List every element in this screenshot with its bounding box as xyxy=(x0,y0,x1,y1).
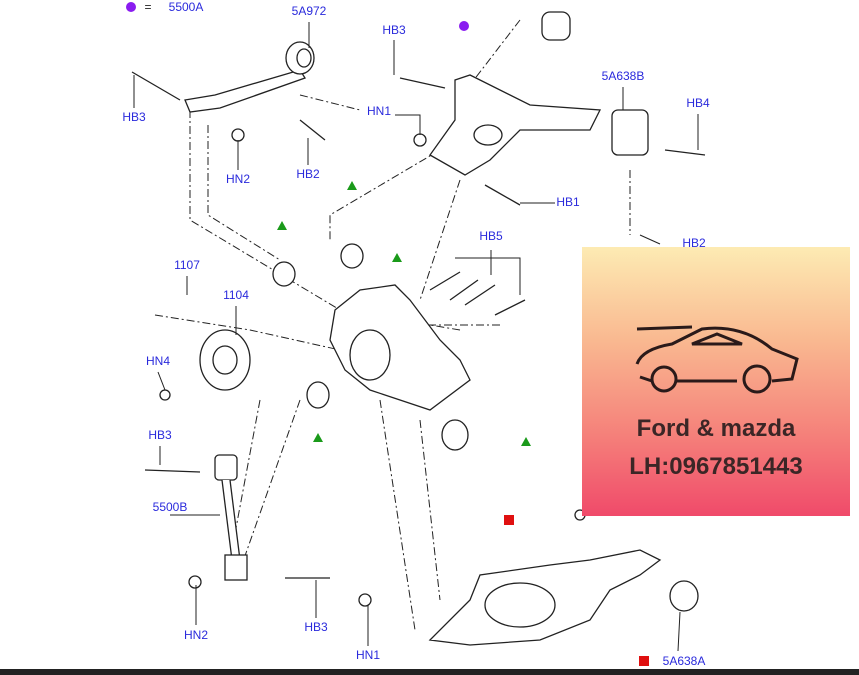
part-label: 5500B xyxy=(152,500,188,514)
part-label: HN2 xyxy=(225,172,251,186)
green-triangle-marker xyxy=(392,253,402,262)
legend-equals: = xyxy=(144,0,152,14)
part-label: 1107 xyxy=(174,258,200,272)
ad-title: Ford & mazda xyxy=(636,415,796,442)
part-label: HN1 xyxy=(366,104,392,118)
legend-part-label: 5500A xyxy=(168,0,204,14)
part-label: HB2 xyxy=(296,167,320,181)
part-label: HB3 xyxy=(148,428,172,442)
part-label: 1104 xyxy=(223,288,249,302)
ad-phone: LH:0967851443 xyxy=(629,453,803,480)
part-label: HB1 xyxy=(556,195,580,209)
part-label: HN2 xyxy=(183,628,209,642)
advertisement-overlay: Ford & mazda LH:0967851443 xyxy=(582,247,850,516)
part-label: HB3 xyxy=(122,110,146,124)
part-label: 5A972 xyxy=(291,4,327,18)
red-square-marker xyxy=(504,515,514,525)
bottom-border xyxy=(0,669,859,675)
purple-dot-marker xyxy=(459,21,469,31)
green-triangle-markers xyxy=(277,181,531,446)
part-label: 5A638A xyxy=(662,654,706,668)
green-triangle-marker xyxy=(277,221,287,230)
part-label: HB5 xyxy=(479,229,503,243)
part-label: HB3 xyxy=(382,23,406,37)
red-square-marker xyxy=(639,656,649,666)
part-label: HN4 xyxy=(145,354,171,368)
part-label: HB2 xyxy=(682,236,706,250)
green-triangle-marker xyxy=(347,181,357,190)
part-label: 5A638B xyxy=(601,69,645,83)
part-label: HB3 xyxy=(304,620,328,634)
green-triangle-marker xyxy=(521,437,531,446)
part-label: HB4 xyxy=(686,96,710,110)
sports-car-icon xyxy=(635,325,799,394)
part-label: HN1 xyxy=(355,648,381,662)
legend-purple-dot xyxy=(126,2,136,12)
green-triangle-marker xyxy=(313,433,323,442)
